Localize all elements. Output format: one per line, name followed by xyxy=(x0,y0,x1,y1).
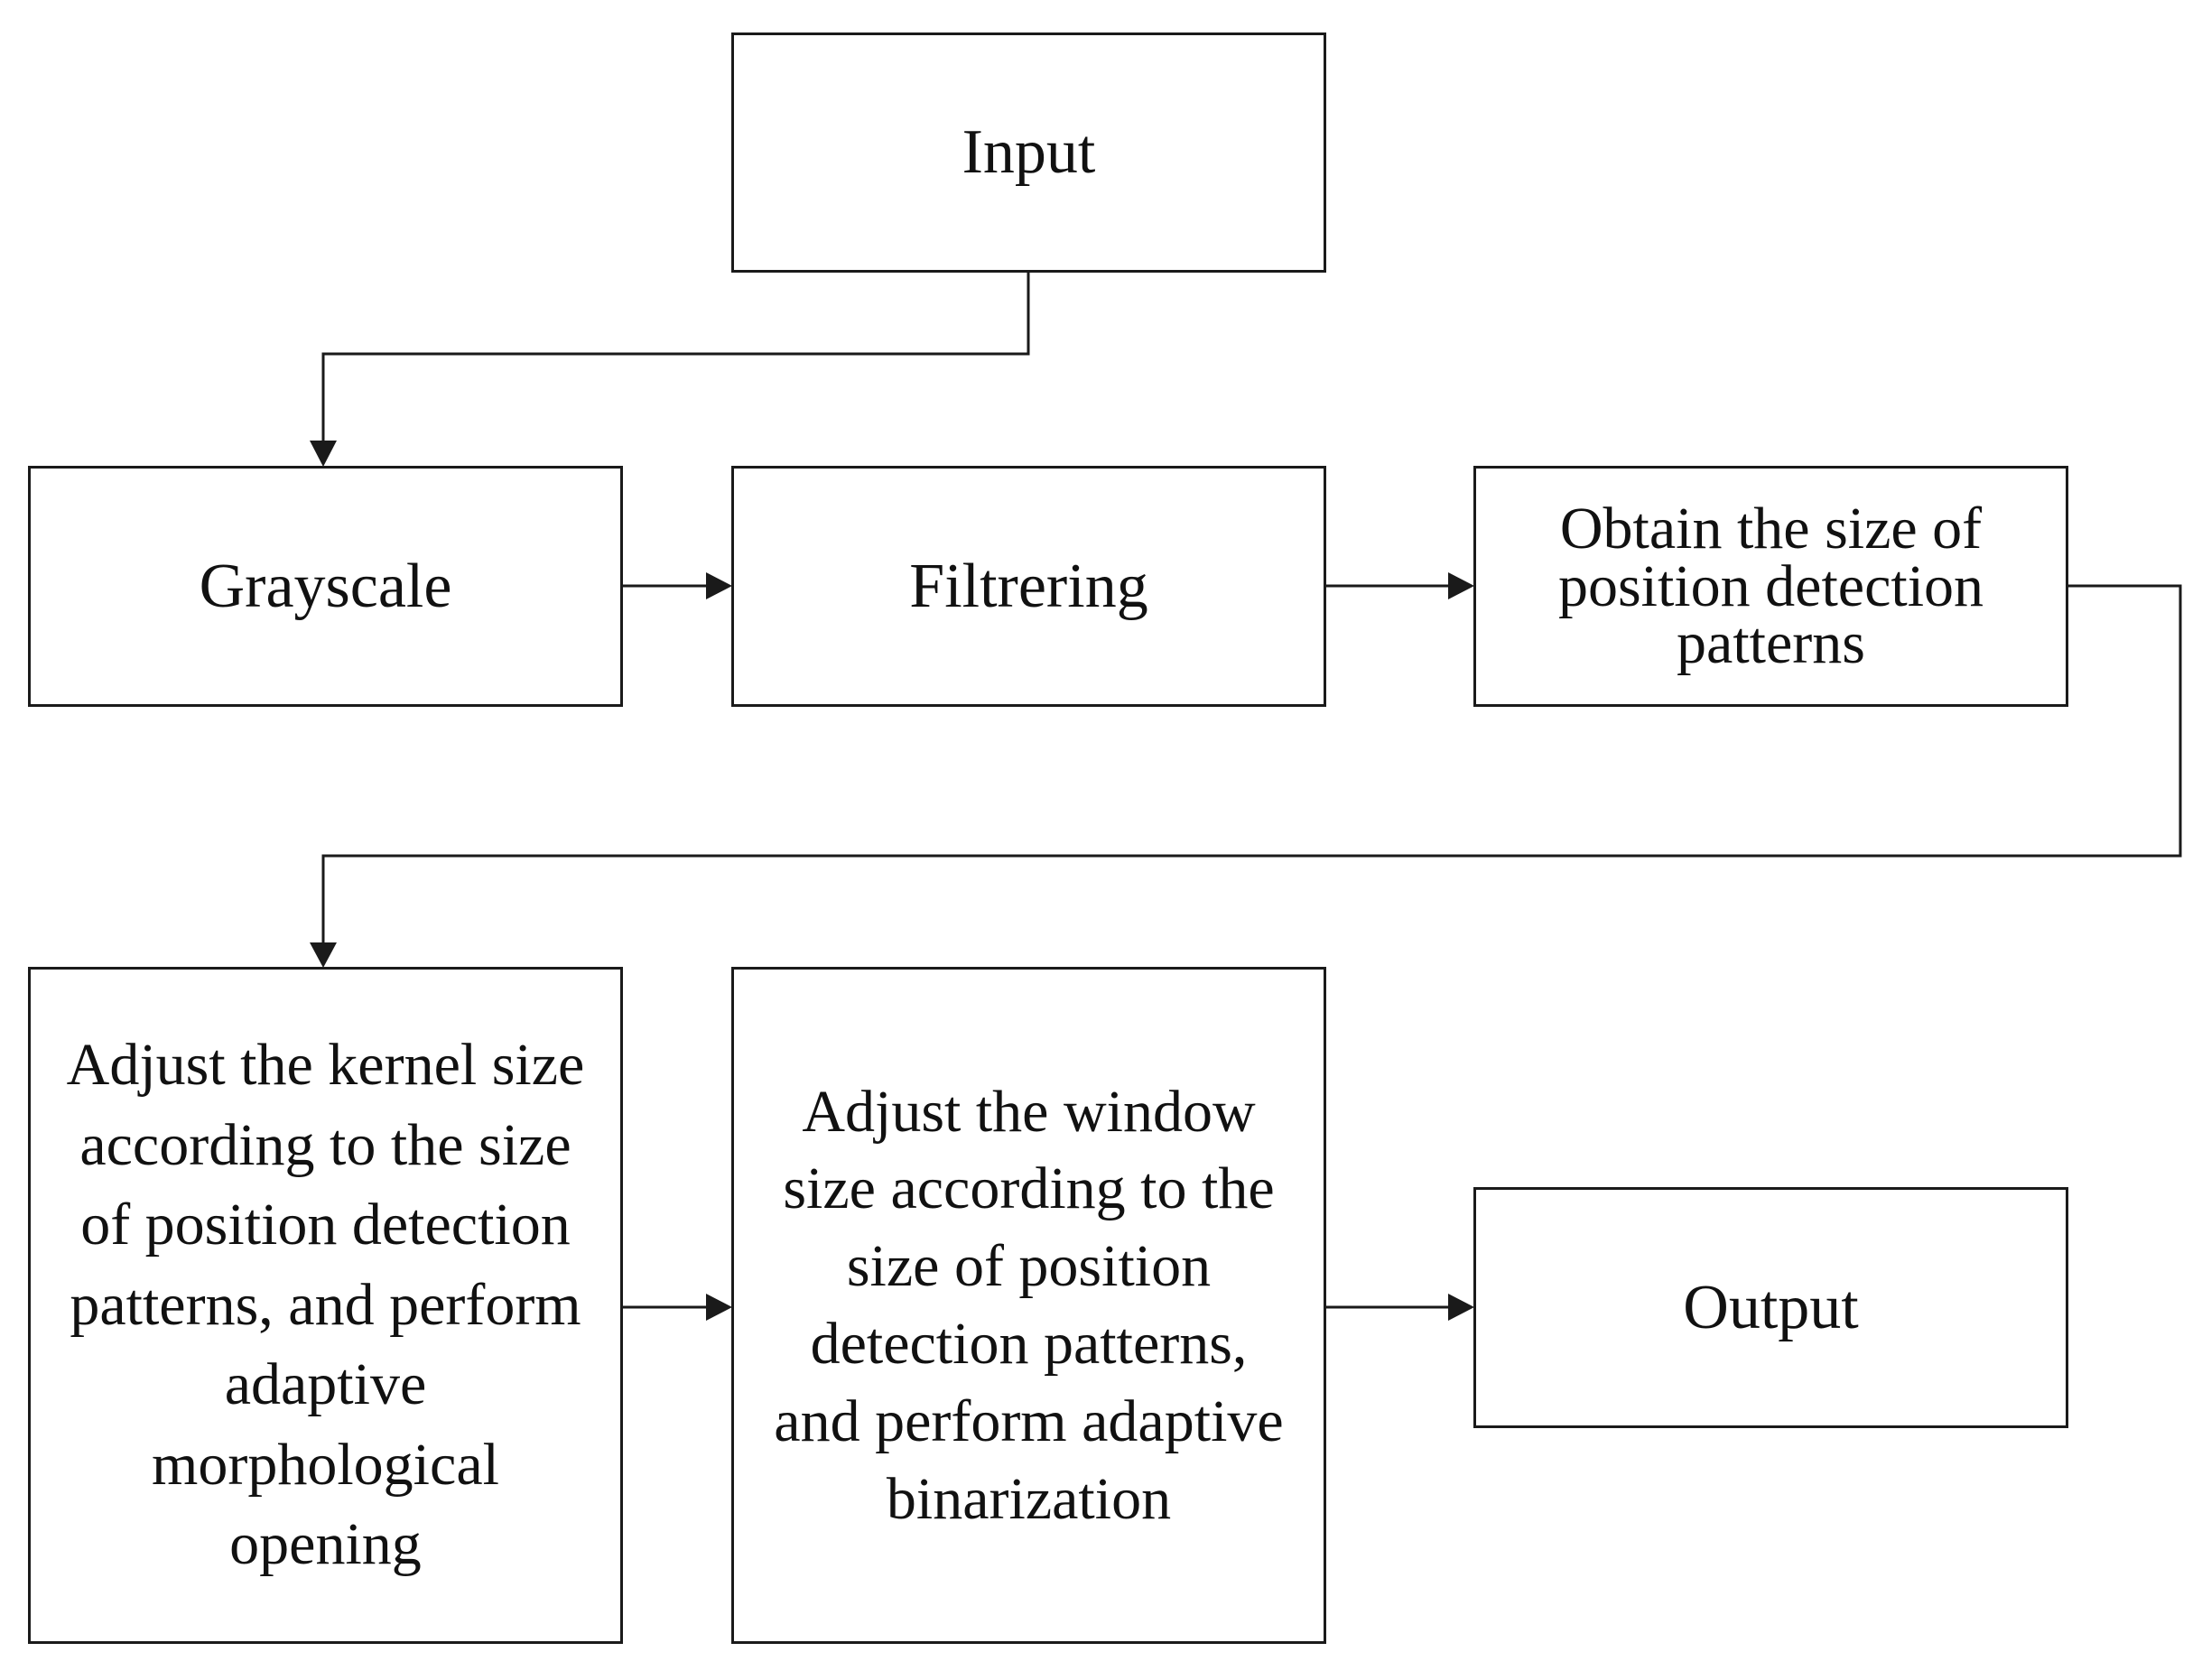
arrowhead-kernel xyxy=(310,942,337,968)
arrowhead-grayscale xyxy=(310,441,337,467)
obtain-size-node: Obtain the size of position detection pa… xyxy=(1473,466,2068,707)
obtain-size-node-label: Obtain the size of position detection pa… xyxy=(1557,496,1984,677)
adjust-kernel-node-label: Adjust the kernel size according to the … xyxy=(66,1032,585,1578)
grayscale-node: Grayscale xyxy=(28,466,623,707)
arrowhead-output xyxy=(1448,1294,1474,1321)
arrowhead-obtain xyxy=(1448,572,1474,599)
filtering-node: Filtrering xyxy=(731,466,1326,707)
arrowhead-window xyxy=(706,1294,732,1321)
grayscale-node-label: Grayscale xyxy=(199,551,452,621)
edge-input-to-grayscale xyxy=(321,273,1030,442)
adjust-window-node: Adjust the window size according to the … xyxy=(731,967,1326,1644)
input-node: Input xyxy=(731,32,1326,273)
filtering-node-label: Filtrering xyxy=(909,551,1148,621)
adjust-kernel-node: Adjust the kernel size according to the … xyxy=(28,967,623,1644)
edge-obtain-to-kernel xyxy=(321,584,2182,944)
arrowhead-filtering xyxy=(706,572,732,599)
output-node: Output xyxy=(1473,1187,2068,1428)
output-node-label: Output xyxy=(1683,1272,1859,1342)
adjust-window-node-label: Adjust the window size according to the … xyxy=(774,1078,1284,1532)
input-node-label: Input xyxy=(962,117,1096,187)
